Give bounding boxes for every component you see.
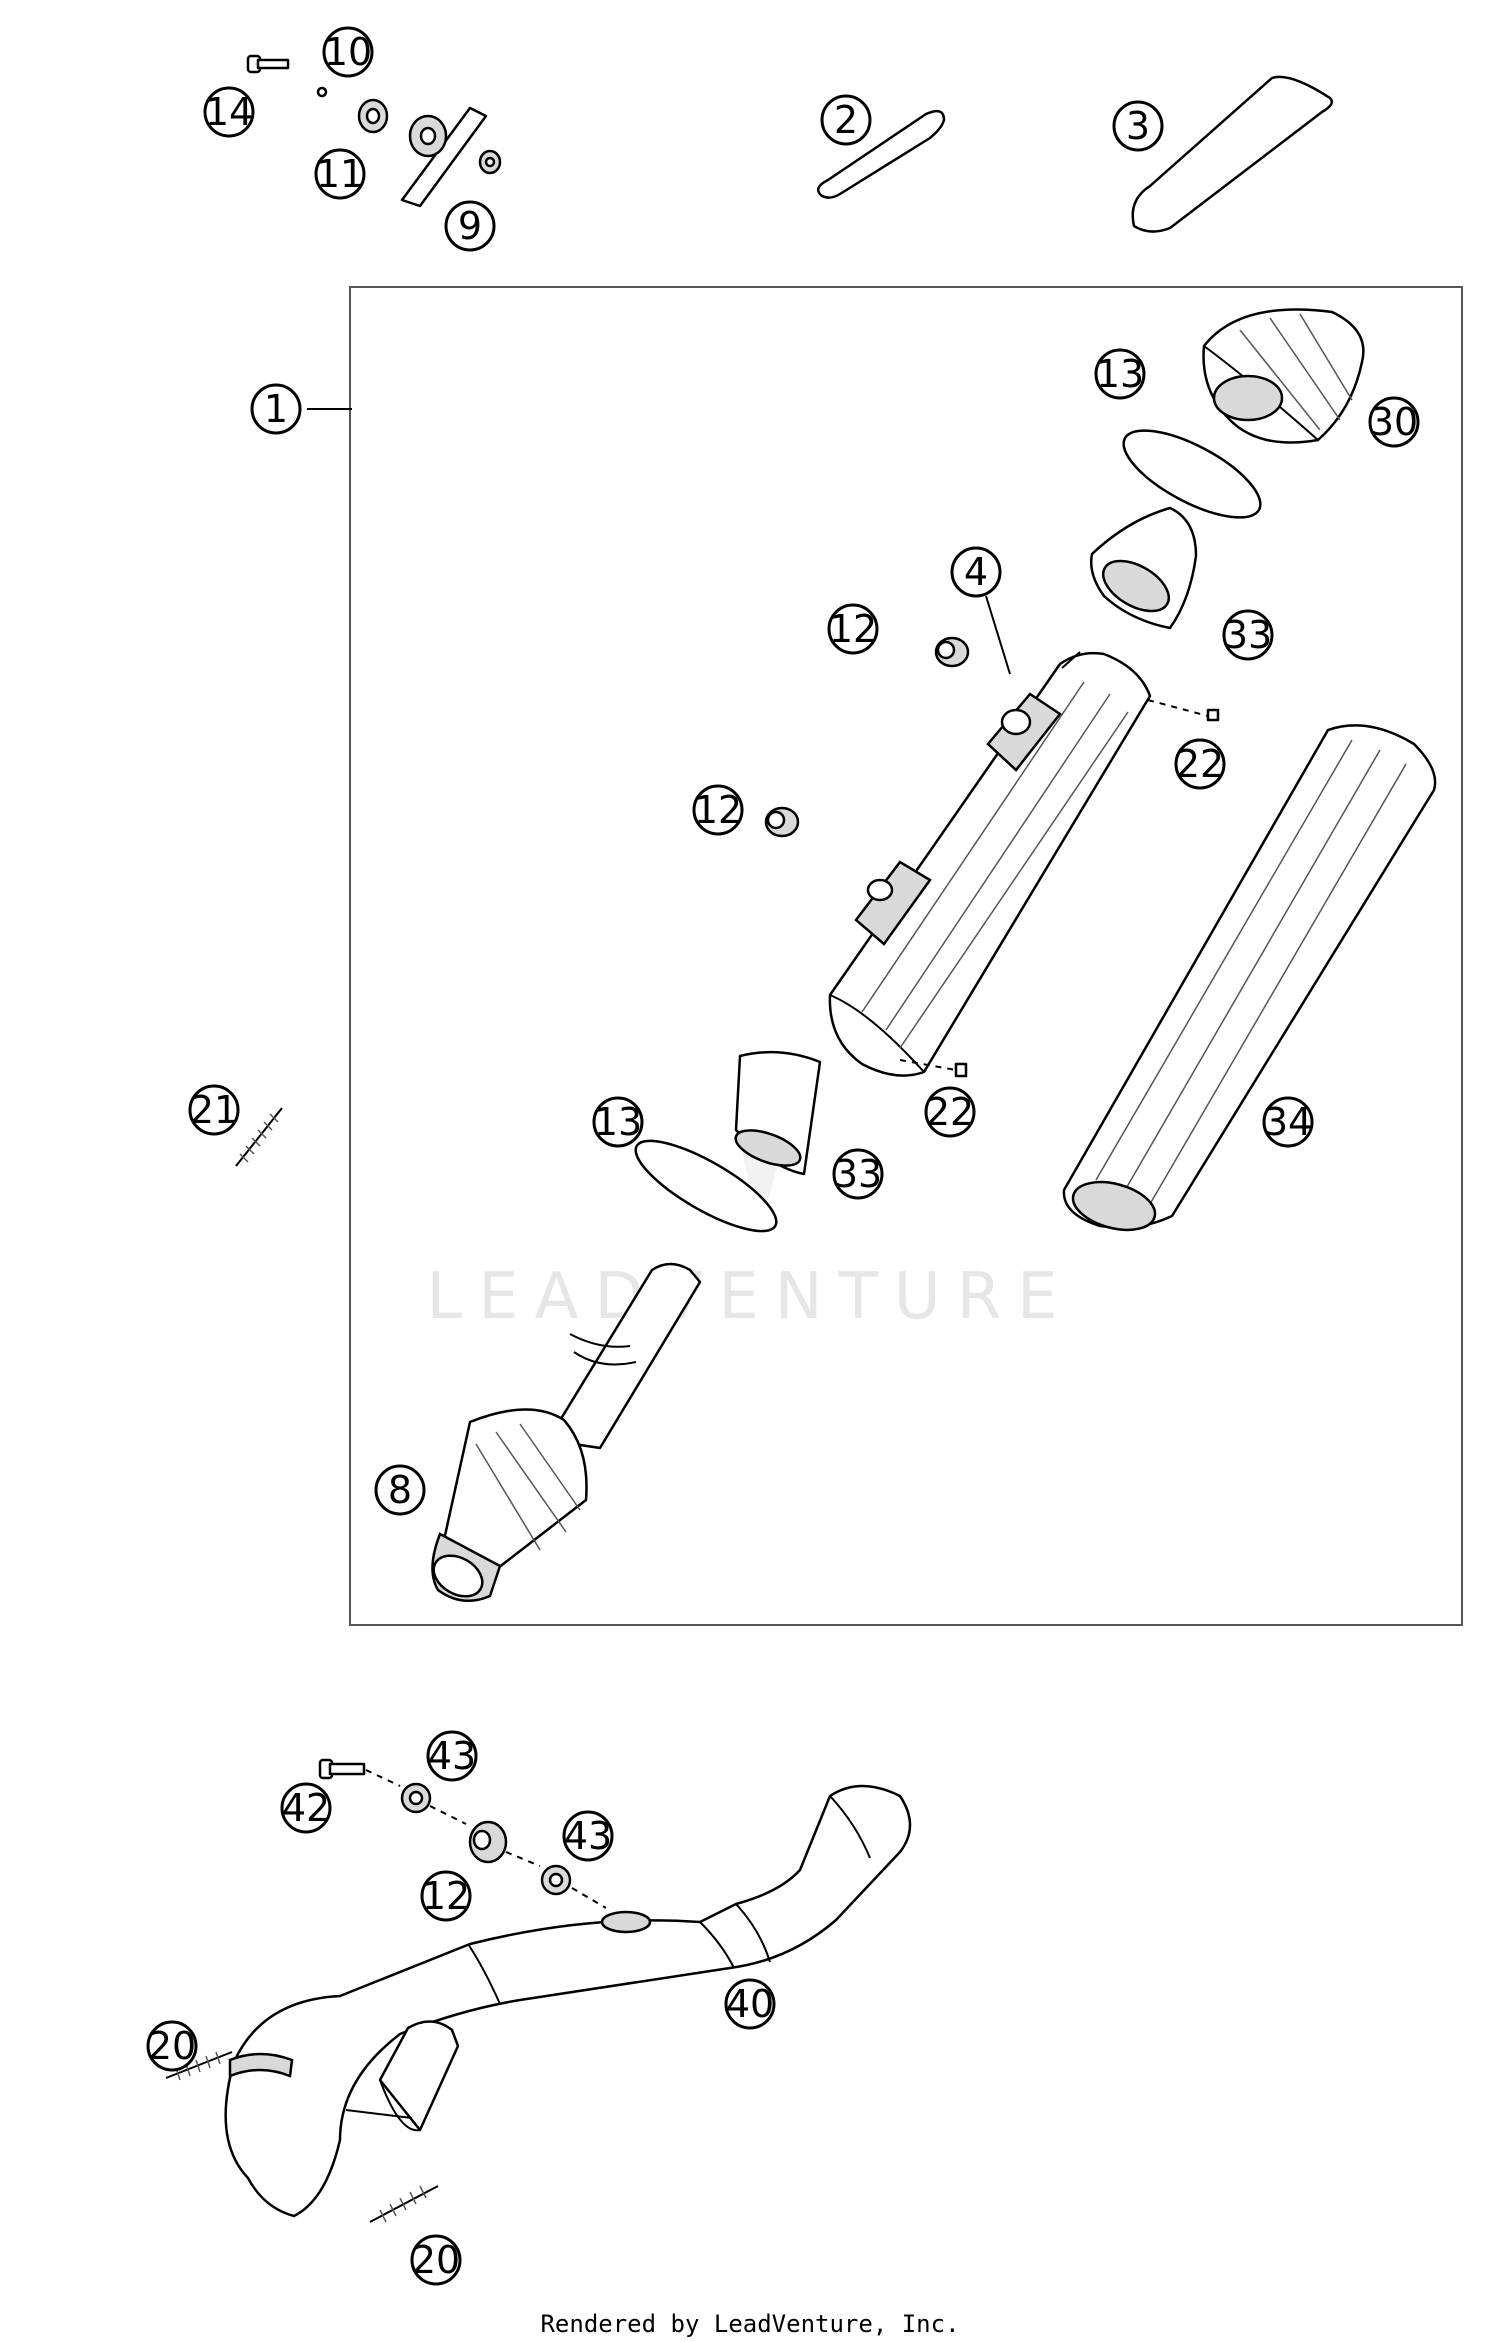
callout-22-lower: 22 [924, 1086, 976, 1138]
callout-14: 14 [203, 86, 255, 138]
callout-10: 10 [322, 26, 374, 78]
callout-11: 11 [314, 148, 366, 200]
callout-3-label: 3 [1126, 104, 1150, 148]
spring-21-part [235, 1107, 283, 1167]
callout-2: 2 [820, 94, 872, 146]
callout-4-label: 4 [964, 550, 988, 594]
callout-20-upper: 20 [146, 2020, 198, 2072]
leader-4 [985, 595, 1011, 675]
gasket-ring-lower-part [634, 1139, 778, 1233]
cone-insert-lower-part [734, 1050, 822, 1176]
callout-43-lower: 43 [562, 1810, 614, 1862]
silencer-packing-part [1062, 724, 1437, 1232]
screw-lower-part [899, 1059, 968, 1078]
callout-33-upper: 33 [1222, 609, 1274, 661]
callout-33-lower: 33 [832, 1148, 884, 1200]
callout-12-upper-label: 12 [829, 607, 877, 651]
sticker-part [816, 109, 946, 199]
callout-43-upper: 43 [426, 1730, 478, 1782]
callout-21: 21 [188, 1084, 240, 1136]
callout-20-upper-label: 20 [148, 2024, 196, 2068]
gasket-ring-upper-part [1122, 429, 1262, 519]
silencer-body-part [828, 651, 1152, 1077]
callout-3: 3 [1112, 100, 1164, 152]
bolt-42-part [318, 1758, 401, 1787]
callout-20-lower: 20 [410, 2234, 462, 2286]
washer-43-lower-part [540, 1864, 607, 1909]
watermark-text: LEADVENTURE [427, 1260, 1074, 1334]
callout-11-label: 11 [316, 152, 364, 196]
callout-42-label: 42 [282, 1786, 330, 1830]
callout-4: 4 [950, 546, 1002, 598]
callout-40: 40 [724, 1978, 776, 2030]
callout-22-upper: 22 [1174, 738, 1226, 790]
callout-22-upper-label: 22 [1176, 742, 1224, 786]
heat-shield-part [1131, 75, 1333, 233]
callout-43-upper-label: 43 [428, 1734, 476, 1778]
callout-12-lower-label: 12 [422, 1874, 470, 1918]
callout-13-lower: 13 [592, 1096, 644, 1148]
callout-10-label: 10 [324, 30, 372, 74]
callout-14-label: 14 [205, 90, 253, 134]
callout-2-label: 2 [834, 98, 858, 142]
end-cap-part [1202, 308, 1365, 444]
callout-13-upper: 13 [1094, 348, 1146, 400]
washer-part [357, 98, 389, 134]
washer-43-upper-part [400, 1782, 467, 1825]
spring-20-lower-part [369, 2185, 439, 2223]
header-pipe-part [224, 1784, 912, 2218]
callout-21-label: 21 [190, 1088, 238, 1132]
callout-22-lower-label: 22 [926, 1090, 974, 1134]
callout-34-label: 34 [1264, 1100, 1312, 1144]
callout-34: 34 [1262, 1096, 1314, 1148]
mid-pipe-part [431, 1262, 702, 1603]
bracket-part [400, 106, 502, 208]
callout-13-lower-label: 13 [594, 1100, 642, 1144]
bolt-part [246, 54, 290, 74]
callout-1-label: 1 [264, 387, 288, 431]
callout-20-lower-label: 20 [412, 2238, 460, 2282]
callout-9: 9 [444, 200, 496, 252]
callout-30-label: 30 [1370, 400, 1418, 444]
callout-33-lower-label: 33 [834, 1152, 882, 1196]
spring-20-upper-part [165, 2051, 233, 2081]
callout-30: 30 [1368, 396, 1420, 448]
small-washer-part [316, 86, 328, 98]
callout-8-label: 8 [388, 1468, 412, 1512]
cone-insert-upper-part [1090, 506, 1198, 630]
grommet-lower-part [468, 1820, 541, 1867]
callout-43-lower-label: 43 [564, 1814, 612, 1858]
screw-upper-part [1147, 699, 1220, 722]
callout-8: 8 [374, 1464, 426, 1516]
callout-13-upper-label: 13 [1096, 352, 1144, 396]
callout-33-upper-label: 33 [1224, 613, 1272, 657]
grommet-upper-part [934, 636, 970, 668]
callout-40-label: 40 [726, 1982, 774, 2026]
callout-9-label: 9 [458, 204, 482, 248]
grommet-middle-part [764, 806, 800, 838]
assembly-frame [349, 286, 1463, 1626]
callout-12-lower: 12 [420, 1870, 472, 1922]
credit-text: Rendered by LeadVenture, Inc. [540, 2310, 960, 2338]
callout-1: 1 [250, 383, 302, 435]
callout-12-middle: 12 [692, 784, 744, 836]
callout-12-middle-label: 12 [694, 788, 742, 832]
callout-12-upper: 12 [827, 603, 879, 655]
callout-42: 42 [280, 1782, 332, 1834]
